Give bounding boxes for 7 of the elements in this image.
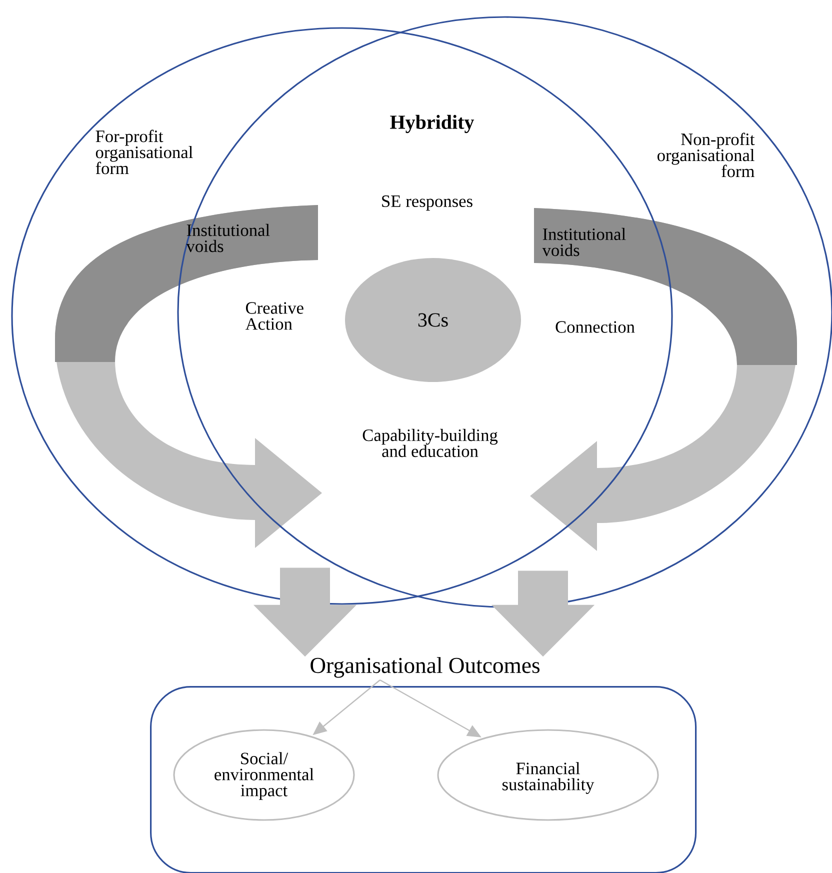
text-label: Creative Action	[245, 302, 304, 330]
text-label: SE responses	[382, 195, 472, 211]
text-label: Capability-building and education	[362, 428, 498, 458]
node-label: Organisational Outcomes	[310, 657, 540, 678]
text-label: Hybridity	[390, 114, 474, 134]
text-label: Connection	[556, 321, 635, 333]
text-label: Institutional voids	[542, 228, 626, 256]
